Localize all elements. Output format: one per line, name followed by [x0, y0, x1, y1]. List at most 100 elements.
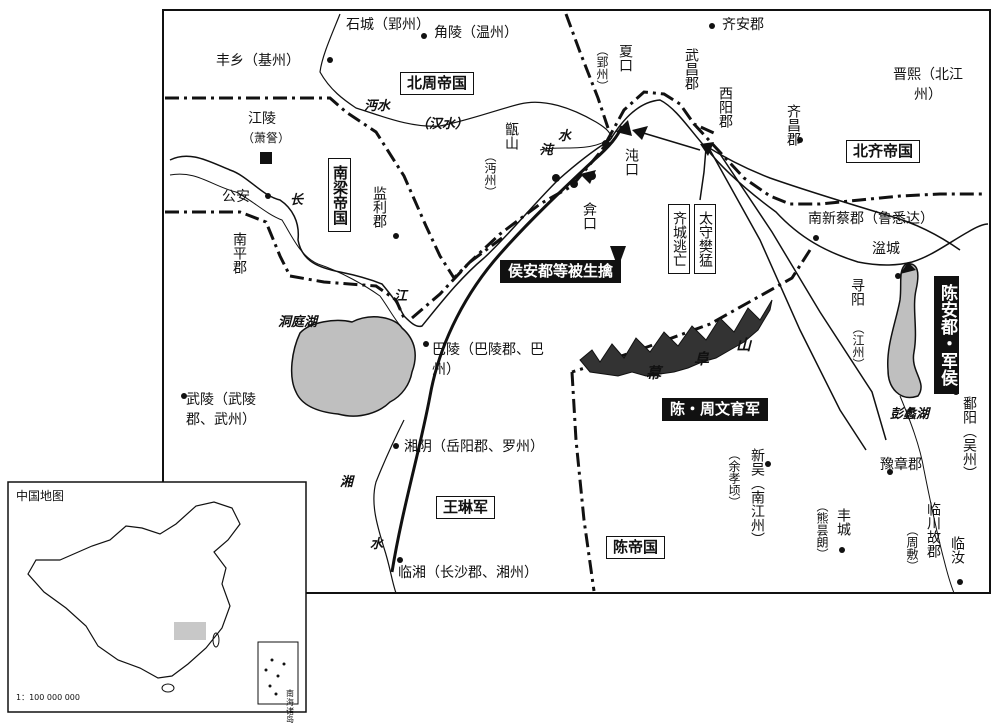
water-changjiang-2: 江 — [394, 289, 408, 304]
border-zhou-qi — [564, 13, 610, 129]
place-qian-jun: 齐安郡 — [722, 17, 764, 33]
town-dot-marker — [265, 193, 271, 199]
inset-south-sea-label: 南海诸岛 — [286, 689, 294, 724]
place-fengxiang: 丰乡（基州） — [216, 53, 300, 69]
place-jinxi: 晋熙（北江州） — [893, 67, 963, 103]
movement-arrow — [900, 262, 916, 274]
event-wang-lin-army: 王琳军 — [436, 496, 496, 519]
yangtze-bank — [169, 173, 405, 331]
town-dot-marker — [397, 557, 403, 563]
movement-arrow — [610, 246, 626, 268]
town-dot-marker — [895, 273, 901, 279]
water-xiangshui-1: 湘 — [340, 475, 354, 490]
place-wuchang: 武昌郡 — [683, 48, 699, 90]
border-liang-east — [411, 236, 503, 320]
terrain-mufu-3: 山 — [736, 336, 752, 354]
water-dunshui-1: 沌 — [540, 143, 554, 158]
event-captured: 侯安都等被生擒 — [500, 260, 622, 283]
water-changjiang-1: 长 — [290, 193, 304, 208]
state-borders — [165, 13, 986, 592]
place-xiakou-sub: （郢州） — [595, 44, 609, 92]
place-jiangling-sub: （萧詧） — [242, 131, 291, 145]
place-xiakou: 夏口 — [617, 44, 633, 72]
gan-river — [899, 395, 955, 594]
place-wuling: 武陵（武陵郡、武州） — [186, 392, 256, 429]
place-linxiang: 临湘（长沙郡、湘州） — [398, 565, 538, 581]
place-pencheng: 湓城 — [872, 241, 900, 257]
place-jiaoling: 角陵（温州） — [434, 25, 518, 41]
event-zhou-wenyu-army: 陈・周文育军 — [662, 398, 769, 421]
zhou-wenyu-route-right — [715, 147, 887, 441]
town-dot-marker — [709, 23, 715, 29]
place-fengcheng: 丰城 — [835, 508, 851, 536]
place-xunyang-sub: （江州） — [851, 322, 865, 370]
place-nan-xincai: 南新蔡郡（鲁悉达） — [808, 211, 934, 227]
place-baling: 巴陵（巴陵郡、巴州） — [432, 342, 544, 379]
place-jiangling: 江陵 — [248, 111, 276, 127]
town-dot-marker — [957, 579, 963, 585]
place-xiyang: 西阳郡 — [717, 86, 733, 128]
event-qicheng: 齐城逃亡 — [668, 204, 690, 274]
xiang-river — [373, 419, 405, 594]
water-xiangshui-2: 水 — [370, 537, 384, 552]
label-south-liang: 南梁帝国 — [328, 158, 351, 232]
label-north-qi: 北齐帝国 — [846, 140, 921, 163]
inset-frame — [7, 481, 307, 713]
water-dunshui-2: 水 — [558, 129, 572, 144]
dongting-lake — [290, 316, 416, 417]
town-dot-marker — [887, 469, 893, 475]
town-dot-marker — [421, 33, 427, 39]
place-linchuan-sub: （周敷） — [905, 524, 919, 572]
border-north-qi — [692, 122, 986, 206]
town-dot-marker — [813, 235, 819, 241]
town-dot-marker — [327, 57, 333, 63]
town-dot-marker — [765, 461, 771, 467]
place-nanping: 南平郡 — [231, 232, 247, 274]
inset-highlight-area — [174, 622, 206, 640]
place-xinwu: 新吴（南江州） — [749, 448, 765, 546]
town-dot-marker — [839, 547, 845, 553]
wang-lin-army-route — [390, 125, 624, 573]
border-chen-north — [571, 249, 812, 374]
pengli-lake — [887, 263, 922, 399]
place-yuzhang: 豫章郡 — [880, 457, 922, 473]
event-hou-andu-army: 陈安都・军侯 — [934, 276, 959, 394]
terrain-mufu-1: 幕 — [646, 364, 662, 382]
town-dot-marker — [393, 233, 399, 239]
border-liang-west — [165, 210, 406, 319]
inset-scale: 1：100 000 000 — [16, 693, 80, 702]
place-dunkou: 沌口 — [623, 148, 639, 176]
movement-arrow — [616, 120, 632, 136]
city-square-marker — [260, 152, 272, 164]
border-chen-west — [570, 371, 596, 592]
place-xiangyin: 湘阴（岳阳郡、罗州） — [404, 439, 544, 455]
place-zhenshan-sub: （沔州） — [483, 150, 497, 198]
place-zhenshan: 甑山 — [503, 122, 519, 150]
place-linchuan: 临川故郡 — [925, 502, 941, 558]
town-dot-marker — [181, 393, 187, 399]
label-chen: 陈帝国 — [606, 536, 666, 559]
hou-andu-army-route — [705, 145, 961, 251]
place-qichang: 齐昌郡 — [785, 104, 801, 146]
inset-title: 中国地图 — [16, 489, 65, 503]
town-dot-marker — [602, 140, 610, 148]
place-gongan: 公安 — [222, 189, 250, 205]
town-dot-marker — [797, 137, 803, 143]
place-jianli: 监利郡 — [371, 186, 387, 228]
water-mianshui: 沔水 — [364, 99, 391, 114]
movement-arrow — [632, 126, 648, 140]
movement-arrow — [700, 142, 714, 156]
south-sea-inset — [257, 641, 299, 705]
fan-meng-route — [699, 147, 707, 201]
hainan-island — [161, 683, 175, 693]
zhou-wenyu-route-left — [709, 149, 867, 451]
mufu-mountains — [579, 299, 773, 377]
town-dot-marker — [570, 180, 578, 188]
yangtze-river — [169, 99, 989, 328]
town-dot-marker — [588, 172, 596, 180]
town-dot-marker — [423, 341, 429, 347]
taiwan-island — [212, 632, 220, 648]
terrain-mufu-2: 阜 — [694, 350, 710, 368]
